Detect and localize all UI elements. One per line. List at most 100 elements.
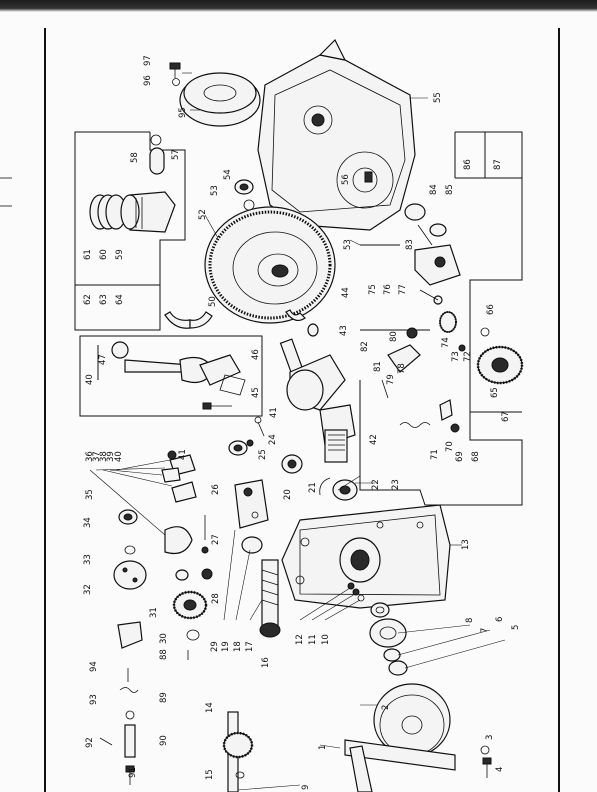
clip-15	[235, 771, 245, 779]
callout-39: 39	[106, 451, 116, 462]
shift-housing	[234, 479, 269, 529]
ring-6	[383, 648, 401, 662]
callout-55: 55	[433, 92, 443, 103]
callout-1: 1	[318, 745, 328, 750]
callout-60: 60	[99, 249, 109, 260]
callout-80: 80	[389, 331, 399, 342]
shaft-90	[124, 724, 136, 758]
gear-84	[404, 203, 447, 246]
callout-45: 44	[341, 287, 351, 298]
clutch-housing	[179, 72, 261, 127]
callout-6: 6	[495, 617, 505, 622]
bolt-97	[169, 62, 181, 78]
callout-63: 63	[99, 294, 109, 305]
pin-92	[99, 737, 113, 746]
callout-69: 69	[455, 451, 465, 462]
bolt-56	[364, 171, 373, 183]
stud-42	[254, 416, 265, 437]
callout-77: 77	[398, 284, 408, 295]
callout-34: 34	[83, 517, 93, 528]
callout-82: 82	[360, 341, 370, 352]
lever-88	[117, 621, 143, 649]
callout-33: 33	[83, 554, 93, 565]
bush-34	[118, 509, 138, 525]
callout-95: 95	[178, 107, 188, 118]
callout-91: 91	[128, 767, 138, 778]
callout-97: 97	[143, 55, 153, 66]
bearing-22	[332, 479, 358, 501]
callout-14: 14	[205, 702, 215, 713]
gear-74	[439, 311, 457, 333]
callout-36: 36	[85, 451, 95, 462]
callout-50: 50	[208, 296, 218, 307]
callout-labels: 97 96 95 55 58 57 56 54 53 52 53 61 60 5…	[83, 55, 521, 790]
layshaft-14	[222, 711, 254, 792]
page-frame	[44, 28, 560, 792]
callout-92: 92	[85, 737, 95, 748]
callout-30: 30	[159, 633, 169, 644]
callout-8: 8	[465, 618, 475, 623]
callout-61: 61	[83, 249, 93, 260]
bearing-20	[281, 454, 303, 474]
callout-83: 83	[405, 239, 415, 250]
ring-30	[186, 629, 200, 641]
callout-24: 24	[268, 434, 278, 445]
spring-71	[399, 422, 431, 428]
callout-59: 59	[115, 249, 125, 260]
callout-10: 10	[321, 634, 331, 645]
callout-64: 64	[115, 294, 125, 305]
callout-7: 7	[480, 628, 490, 633]
callout-3: 3	[485, 735, 495, 740]
callout-15: 15	[205, 769, 215, 780]
callout-32: 32	[83, 584, 93, 595]
gearbox-group-box	[359, 131, 523, 506]
part-76-77	[419, 289, 443, 305]
bearing-54	[234, 179, 254, 195]
callout-75: 75	[368, 284, 378, 295]
kick-lever-1	[344, 739, 456, 792]
callout-41: 41	[178, 449, 188, 460]
gear-31	[172, 590, 208, 620]
washer-89	[125, 710, 135, 720]
leader-lines	[89, 72, 506, 791]
crankcase-cover	[257, 38, 416, 231]
bearing-shells	[164, 309, 306, 329]
bearing-44	[307, 323, 319, 337]
piston-pin	[149, 147, 165, 175]
ring-66	[480, 327, 490, 337]
callout-73: 73	[451, 351, 461, 362]
callout-94: 94	[89, 661, 99, 672]
ring-53	[243, 199, 255, 211]
callout-54: 54	[223, 169, 233, 180]
callout-81: 81	[373, 361, 383, 372]
callout-27: 27	[211, 534, 221, 545]
callout-4: 4	[495, 767, 505, 772]
callout-31: 31	[149, 607, 159, 618]
callout-12: 12	[295, 634, 305, 645]
callout-37: 37	[92, 451, 102, 462]
callout-5: 5	[511, 625, 521, 630]
pin-81	[381, 379, 389, 399]
nut-69	[450, 423, 460, 433]
callout-46: 45	[251, 387, 261, 398]
plate-70	[439, 399, 453, 421]
bearing-24-25	[228, 439, 254, 456]
pin-27	[201, 546, 209, 554]
callout-25: 25	[258, 449, 268, 460]
pulley-7	[369, 618, 407, 648]
callout-68: 68	[471, 451, 481, 462]
ring-33	[124, 545, 136, 555]
nut-72	[458, 344, 466, 352]
washer-3	[480, 745, 490, 755]
callout-96: 96	[143, 75, 153, 86]
callout-28: 28	[211, 593, 221, 604]
callout-22: 22	[371, 479, 381, 490]
callout-66: 66	[486, 304, 496, 315]
selector-forks	[161, 450, 197, 581]
callout-18: 18	[233, 641, 243, 652]
shift-arm-79	[387, 327, 421, 373]
callout-40b: 40	[114, 451, 124, 462]
callout-11: 11	[308, 634, 318, 645]
callout-89: 89	[159, 692, 169, 703]
callout-72: 72	[463, 351, 473, 362]
